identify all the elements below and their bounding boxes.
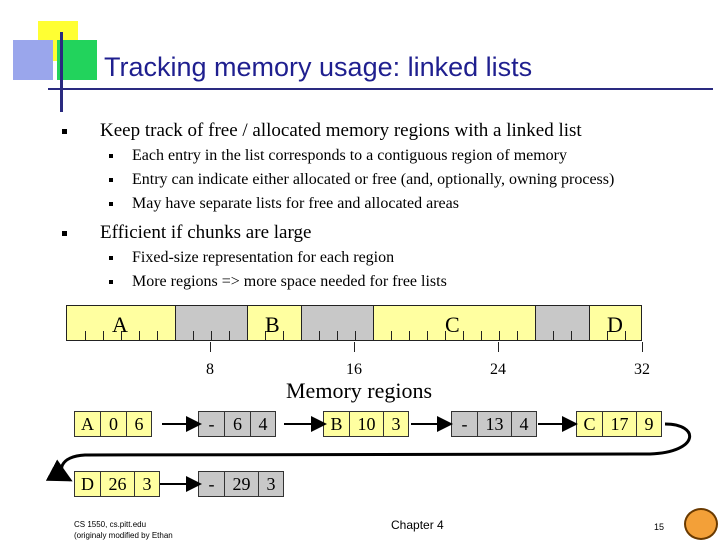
memory-region-free (535, 306, 590, 340)
footer-source: CS 1550, cs.pitt.edu (originaly modified… (74, 519, 173, 541)
memory-region-label: D (607, 312, 623, 337)
memory-unit-tick (589, 331, 590, 340)
node-start: 6 (224, 411, 250, 437)
memory-unit-tick (391, 331, 392, 340)
memory-region-label: B (265, 312, 280, 337)
memory-unit-tick (139, 331, 140, 340)
node-length: 3 (258, 471, 284, 497)
memory-unit-tick (409, 331, 410, 340)
memory-unit-tick (553, 331, 554, 340)
node-start: 26 (100, 471, 134, 497)
university-seal-icon (684, 508, 718, 540)
memory-unit-tick (265, 331, 266, 340)
memory-unit-tick (247, 331, 248, 340)
decor-vertical-rule (60, 32, 63, 112)
memory-unit-tick (319, 331, 320, 340)
axis-tick (354, 342, 355, 352)
memory-unit-tick (445, 331, 446, 340)
memory-unit-tick (85, 331, 86, 340)
memory-unit-tick (481, 331, 482, 340)
memory-unit-tick (571, 331, 572, 340)
axis-tick-label: 16 (346, 361, 362, 378)
memory-region-label: C (445, 312, 460, 337)
node-type: D (74, 471, 100, 497)
memory-unit-tick (193, 331, 194, 340)
axis-tick-label: 32 (634, 361, 650, 378)
node-length: 9 (636, 411, 662, 437)
sub-bullets-1: Each entry in the list corresponds to a … (62, 144, 712, 216)
bullet-list: Keep track of free / allocated memory re… (62, 118, 712, 298)
memory-unit-tick (607, 331, 608, 340)
memory-unit-tick (499, 331, 500, 340)
node-length: 4 (250, 411, 276, 437)
memory-region-allocated (589, 306, 644, 340)
sub-bullet-2-2: More regions => more space needed for fr… (62, 270, 712, 294)
axis-tick (642, 342, 643, 352)
memory-unit-tick (211, 331, 212, 340)
node-length: 3 (134, 471, 160, 497)
memory-unit-tick (229, 331, 230, 340)
memory-unit-tick (175, 331, 176, 340)
node-start: 29 (224, 471, 258, 497)
slide-title: Tracking memory usage: linked lists (104, 52, 533, 82)
memory-region-label: A (112, 312, 128, 337)
node-start: 0 (100, 411, 126, 437)
footer-chapter: Chapter 4 (391, 518, 444, 532)
sub-bullet-2-1: Fixed-size representation for each regio… (62, 246, 712, 270)
node-start: 17 (602, 411, 636, 437)
node-type: - (198, 411, 224, 437)
memory-unit-tick (157, 331, 158, 340)
memory-unit-tick (355, 331, 356, 340)
decor-square-blue (13, 40, 53, 80)
axis-tick-label: 24 (490, 361, 506, 378)
node-length: 3 (383, 411, 409, 437)
memory-unit-tick (301, 331, 302, 340)
arrow-wrap (45, 422, 692, 482)
axis-tick-label: 8 (206, 361, 214, 378)
page-number: 15 (654, 522, 665, 532)
node-start: 10 (349, 411, 383, 437)
memory-unit-tick (103, 331, 104, 340)
memory-bar (66, 305, 642, 341)
decor-square-green (57, 40, 97, 80)
memory-unit-tick (373, 331, 374, 340)
sub-bullets-2: Fixed-size representation for each regio… (62, 246, 712, 294)
title-underline (48, 88, 713, 90)
memory-unit-tick (121, 331, 122, 340)
memory-unit-tick (535, 331, 536, 340)
node-length: 6 (126, 411, 152, 437)
memory-unit-tick (427, 331, 428, 340)
memory-region-allocated (247, 306, 302, 340)
bullet-1: Keep track of free / allocated memory re… (62, 118, 712, 144)
axis-tick (210, 342, 211, 352)
memory-unit-tick (517, 331, 518, 340)
sub-bullet-1-2: Entry can indicate either allocated or f… (62, 168, 712, 192)
node-start: 13 (477, 411, 511, 437)
footer-source-line-1: CS 1550, cs.pitt.edu (74, 520, 147, 529)
axis-tick (498, 342, 499, 352)
node-type: C (576, 411, 602, 437)
footer-source-line-2: (originaly modified by Ethan (74, 531, 173, 540)
sub-bullet-1-3: May have separate lists for free and all… (62, 192, 712, 216)
memory-unit-tick (625, 331, 626, 340)
memory-unit-tick (283, 331, 284, 340)
memory-region-allocated (373, 306, 536, 340)
node-length: 4 (511, 411, 537, 437)
node-type: A (74, 411, 100, 437)
memory-unit-tick (463, 331, 464, 340)
bullet-2: Efficient if chunks are large (62, 220, 712, 246)
memory-unit-tick (337, 331, 338, 340)
memory-regions-caption: Memory regions (286, 378, 433, 403)
node-type: - (451, 411, 477, 437)
sub-bullet-1-1: Each entry in the list corresponds to a … (62, 144, 712, 168)
